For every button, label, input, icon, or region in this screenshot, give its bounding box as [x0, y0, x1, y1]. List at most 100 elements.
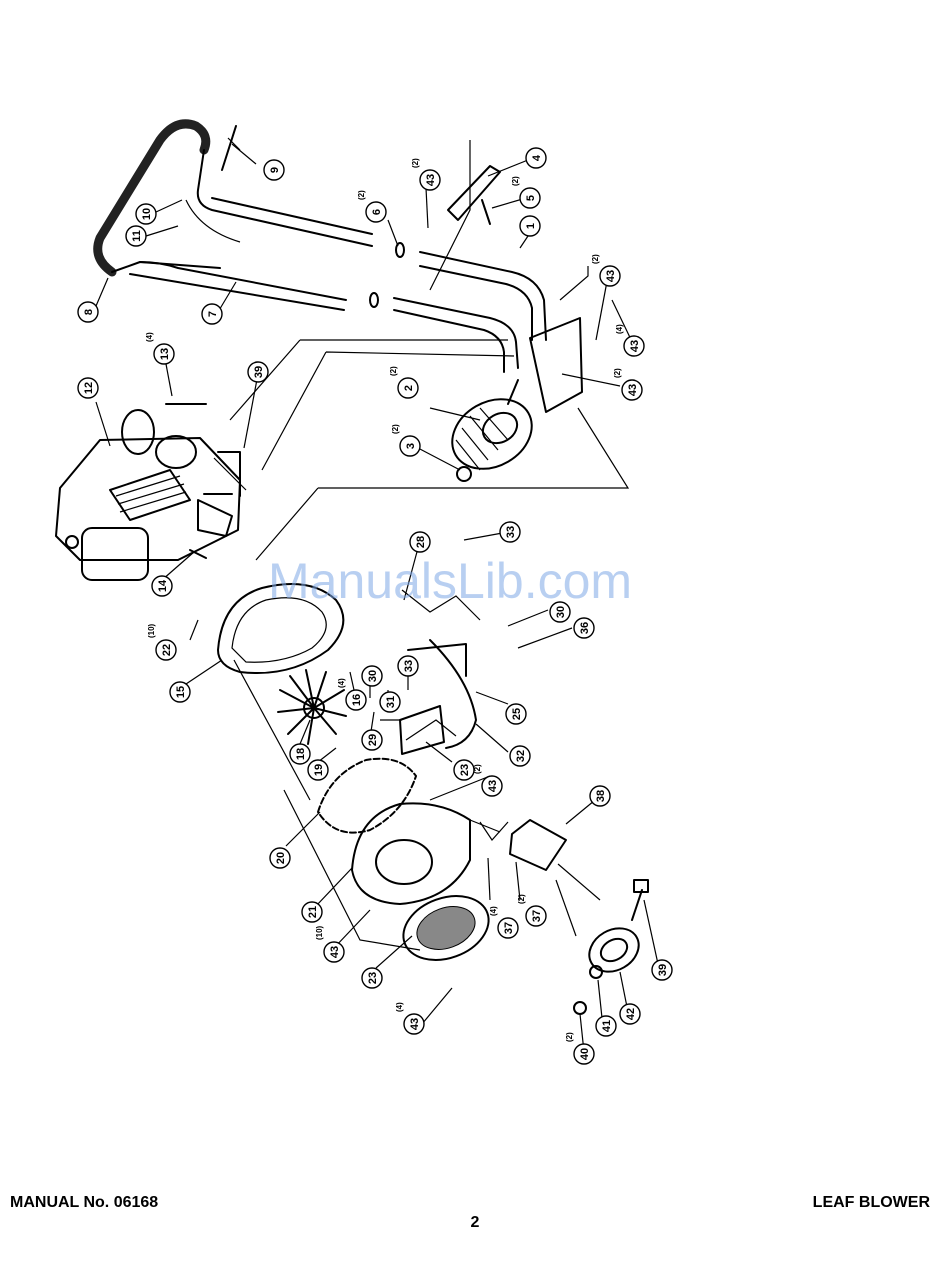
callout-quantity: (2) — [473, 764, 482, 774]
callout-number: 31 — [385, 696, 397, 708]
callout-42: 42 — [620, 1004, 640, 1024]
watermark-text: ManualsLib.com — [268, 553, 632, 609]
callout-number: 30 — [555, 606, 567, 618]
callout-43: 43(2) — [613, 368, 642, 400]
callout-quantity: (4) — [395, 1002, 404, 1012]
callout-43: 43 (2) — [473, 764, 502, 796]
callout-31: 31 — [380, 692, 400, 712]
callout-number: 7 — [207, 311, 219, 317]
callout-33: 33 — [500, 522, 520, 542]
callout-number: 43 — [487, 780, 499, 792]
callout-23: 23 — [454, 760, 474, 780]
callout-number: 28 — [415, 536, 427, 548]
callout-23: 23 — [362, 968, 382, 988]
callout-18: 18 — [290, 744, 310, 764]
callout-number: 13 — [159, 348, 171, 360]
callout-number: 10 — [141, 208, 153, 220]
callout-12: 12 — [78, 378, 98, 398]
callout-number: 19 — [313, 764, 325, 776]
callout-number: 39 — [253, 366, 265, 378]
callout-number: 37 — [503, 922, 515, 934]
callout-3: 3 (2) — [391, 424, 420, 456]
callout-43: 43(2) — [591, 254, 620, 286]
callout-number: 15 — [175, 686, 187, 698]
callout-number: 23 — [367, 972, 379, 984]
callout-4: 4 — [526, 148, 546, 168]
callout-number: 5 — [525, 195, 537, 201]
callout-quantity: (2) — [565, 1032, 574, 1042]
callout-43: 43 (2) — [411, 158, 440, 190]
engine — [56, 404, 246, 580]
callout-39: 39 — [652, 960, 672, 980]
callout-number: 8 — [83, 309, 95, 315]
callout-number: 25 — [511, 708, 523, 720]
callout-number: 1 — [525, 223, 537, 229]
callout-quantity: (2) — [511, 176, 520, 186]
callout-29: 29 — [362, 730, 382, 750]
callout-quantity: (4) — [615, 324, 624, 334]
callout-number: 11 — [131, 230, 143, 242]
callout-quantity: (2) — [517, 894, 526, 904]
callout-number: 38 — [595, 790, 607, 802]
callout-8: 8 — [78, 302, 98, 322]
handle-assembly — [98, 124, 588, 412]
callout-number: 4 — [531, 154, 543, 161]
callout-number: 18 — [295, 748, 307, 760]
callout-quantity: (4) — [145, 332, 154, 342]
callout-number: 43 — [425, 174, 437, 186]
callout-43: 43(4) — [395, 1002, 424, 1034]
gasket — [318, 759, 416, 833]
callout-30: 30 — [550, 602, 570, 622]
callout-37: 37 (2) — [517, 894, 546, 926]
callout-number: 21 — [307, 906, 319, 918]
callout-15: 15 — [170, 682, 190, 702]
callout-38: 38 — [590, 786, 610, 806]
callout-quantity: (2) — [411, 158, 420, 168]
callout-19: 19 — [308, 760, 328, 780]
callout-36: 36 — [574, 618, 594, 638]
callout-number: 32 — [515, 750, 527, 762]
callout-6: 6(2) — [357, 190, 386, 222]
callout-39: 39 — [248, 362, 268, 382]
callout-32: 32 — [510, 746, 530, 766]
callout-number: 33 — [505, 526, 517, 538]
callout-25: 25 — [506, 704, 526, 724]
callout-number: 42 — [625, 1008, 637, 1020]
callout-number: 33 — [403, 660, 415, 672]
callout-9: 9 — [264, 160, 284, 180]
handle-grip — [98, 124, 206, 272]
callout-number: 30 — [367, 670, 379, 682]
callout-number: 41 — [601, 1020, 613, 1032]
callout-number: 14 — [157, 579, 169, 592]
callout-number: 37 — [531, 910, 543, 922]
callout-20: 20 — [270, 848, 290, 868]
callout-number: 6 — [371, 209, 383, 215]
callout-quantity: (2) — [391, 424, 400, 434]
callout-11: 11 — [126, 226, 146, 246]
callout-number: 22 — [161, 644, 173, 656]
callout-number: 43 — [629, 340, 641, 352]
callout-number: 40 — [579, 1048, 591, 1060]
impeller — [278, 670, 346, 744]
callout-2: 2(2) — [389, 366, 418, 398]
mount-bracket — [510, 820, 566, 870]
callout-quantity: (10) — [147, 623, 156, 638]
callout-number: 43 — [627, 384, 639, 396]
manual-number: MANUAL No. 06168 — [10, 1194, 158, 1212]
callout-quantity: (4) — [489, 906, 498, 916]
callout-40: 40 (2) — [565, 1032, 594, 1064]
callout-5: 5 (2) — [511, 176, 540, 208]
callout-41: 41 — [596, 1016, 616, 1036]
callout-7: 7 — [202, 304, 222, 324]
callout-21: 21 — [302, 902, 322, 922]
callout-number: 43 — [329, 946, 341, 958]
callout-22: 22 (10) — [147, 623, 176, 660]
callout-1: 1 — [520, 216, 540, 236]
page-number: 2 — [0, 1214, 950, 1232]
callout-number: 16 — [351, 694, 363, 706]
callout-number: 3 — [405, 443, 417, 449]
pulley — [581, 920, 646, 981]
callout-quantity: (2) — [591, 254, 600, 264]
callout-number: 2 — [403, 385, 415, 391]
